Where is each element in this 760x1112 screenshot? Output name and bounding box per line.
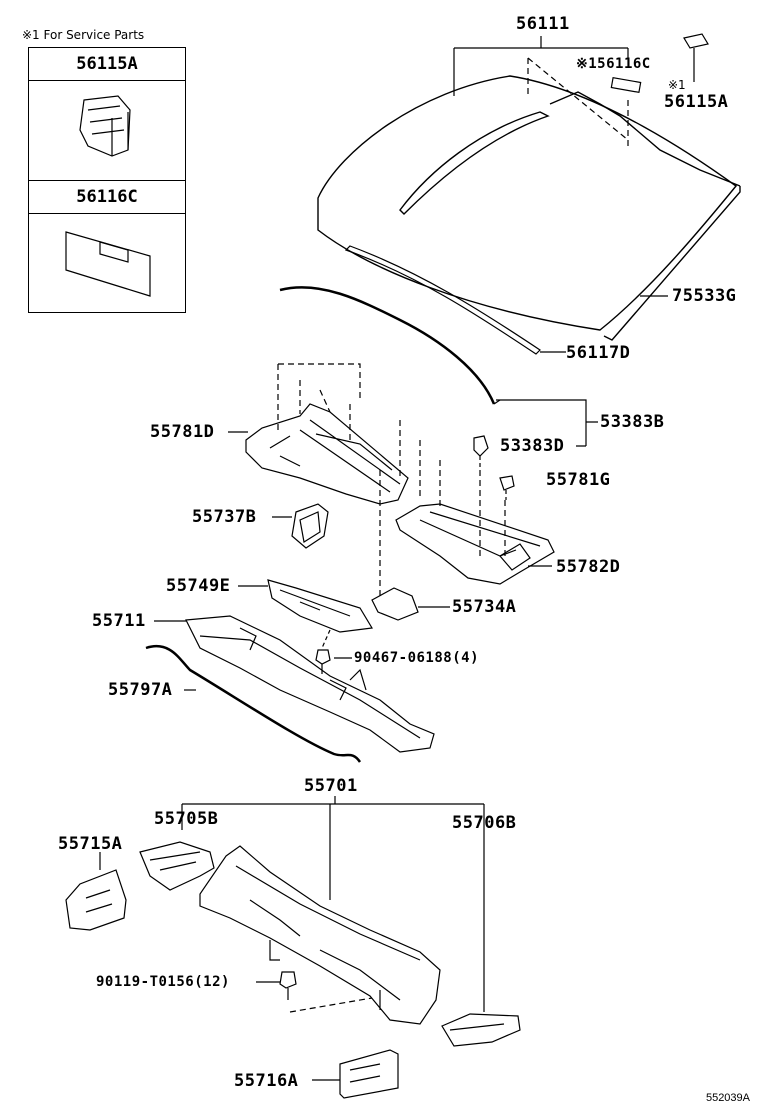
service-parts-box: 56115A 56116C [28, 47, 186, 313]
label-55782d: 55782D [556, 557, 621, 577]
label-55781g: 55781G [546, 470, 611, 490]
label-55701: 55701 [304, 776, 358, 796]
label-56115a: 56115A [664, 92, 729, 112]
plate-56116c-drawing [65, 231, 151, 297]
label-53383d: 53383D [500, 436, 565, 456]
label-53383b: 53383B [600, 412, 665, 432]
label-55716a: 55716A [234, 1071, 299, 1091]
reinforcement-drawing [185, 615, 435, 753]
main-cowl-drawing [199, 845, 441, 1025]
inset-label-56115a: 56115A [29, 48, 185, 81]
cowl-left-drawing [245, 403, 409, 505]
label-56116c: ※156116C [576, 56, 651, 72]
label-90119-t0156: 90119-T0156(12) [96, 974, 230, 990]
clip-56115a-drawing [79, 95, 131, 157]
label-55781d: 55781D [150, 422, 215, 442]
label-56117d: 56117D [566, 343, 631, 363]
label-55749e: 55749E [166, 576, 231, 596]
diagram-code: 552039A [705, 1092, 750, 1104]
inset-label-56116c: 56116C [29, 181, 185, 214]
label-75533g: 75533G [672, 286, 737, 306]
label-56115a-mark: ※1 [668, 78, 686, 92]
label-55797a: 55797A [108, 680, 173, 700]
label-55734a: 55734A [452, 597, 517, 617]
service-parts-note: ※1 For Service Parts [22, 28, 145, 42]
label-55715a: 55715A [58, 834, 123, 854]
inset-divider [29, 180, 185, 181]
cowl-right-drawing [395, 503, 555, 585]
label-55705b: 55705B [154, 809, 219, 829]
label-55711: 55711 [92, 611, 146, 631]
label-55706b: 55706B [452, 813, 517, 833]
label-56111: 56111 [516, 14, 570, 34]
label-55737b: 55737B [192, 507, 257, 527]
label-90467-06188: 90467-06188(4) [354, 650, 480, 666]
